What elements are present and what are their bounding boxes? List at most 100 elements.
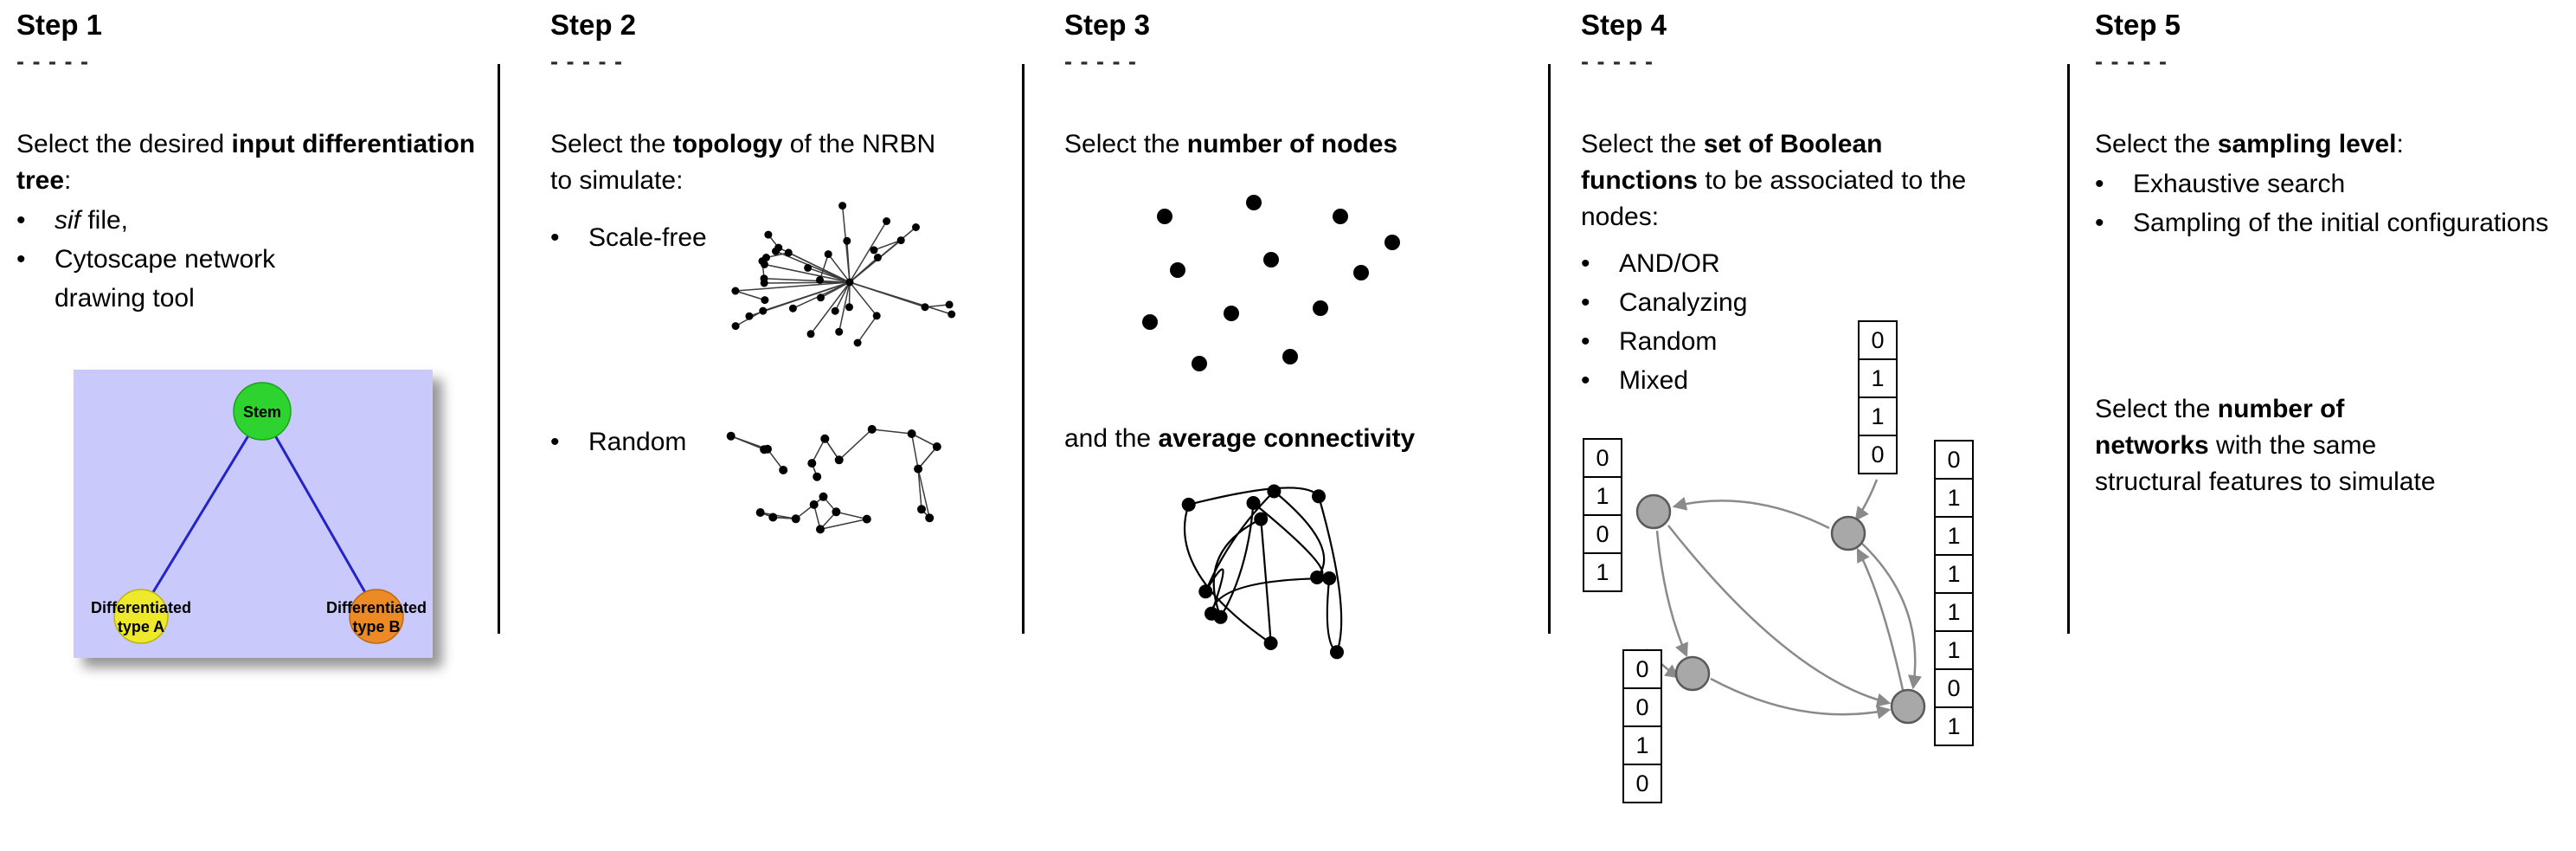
boolean-cell: 0 [1583, 514, 1622, 554]
separator-2 [1022, 64, 1025, 634]
text-segment: file, [80, 206, 129, 235]
step3-panel: Step 3 - - - - - Select the number of no… [1064, 0, 1549, 851]
tangle-edges [1183, 487, 1343, 654]
text-segment: to be associated to the nodes: [1581, 166, 1967, 231]
text-segment: Select the desired [16, 130, 232, 158]
bullet-icon: • [1581, 288, 1590, 317]
list-item-label: Random [588, 428, 687, 456]
list-item: •Random [1581, 322, 1944, 361]
net-edge [819, 518, 867, 531]
bullet-icon: • [2095, 209, 2104, 237]
net-node [1310, 571, 1325, 584]
dot-node [1224, 306, 1239, 321]
gene-node [1890, 688, 1926, 725]
net-node [912, 223, 920, 231]
step5-networks-text: Select the number of networks with the s… [2095, 391, 2576, 500]
list-item: •Exhaustive search [2095, 164, 2576, 203]
step2-heading: Step 2 [550, 9, 637, 41]
step5-intro: Select the sampling level: [2095, 126, 2576, 163]
boolean-network-svg [1635, 479, 1926, 725]
net-edge [735, 281, 851, 292]
net-edge [924, 304, 950, 308]
net-node [948, 310, 956, 319]
list-item: • Cytoscape network drawing tool [16, 240, 328, 318]
text-segment: with the same [2208, 431, 2377, 460]
dot-node [1384, 235, 1400, 250]
dot-node [1333, 209, 1348, 224]
separator-4 [2067, 64, 2070, 634]
net-node [1181, 497, 1196, 512]
net-node [807, 459, 817, 468]
bullet-icon: • [1581, 249, 1590, 278]
net-node [872, 312, 881, 320]
net-edge [917, 446, 938, 470]
net-node [870, 246, 878, 255]
net-node [873, 254, 882, 261]
net-node [764, 230, 773, 239]
text-segment: Select the [1581, 130, 1704, 158]
arrow [1667, 525, 1892, 707]
net-edge [836, 511, 867, 520]
arrow [1856, 547, 1905, 691]
boolean-cell: 0 [1622, 687, 1662, 727]
dot-node [1313, 300, 1328, 316]
boolean-cell: 1 [1583, 552, 1622, 592]
net-node [791, 514, 800, 524]
text-segment: set of Boolean functions [1581, 130, 1883, 195]
step1-panel: Step 1 - - - - - Select the desired inpu… [16, 0, 501, 851]
list-item-label: Sampling of the initial configurations [2133, 209, 2549, 237]
net-edge [834, 281, 851, 312]
boolean-cell: 0 [1622, 764, 1662, 803]
net-node [804, 263, 813, 272]
bullet-icon: • [16, 245, 26, 274]
step2-intro: Select the topology of the NRBN to simul… [550, 126, 948, 199]
net-edge [819, 254, 829, 280]
bullet-icon: • [1581, 366, 1590, 395]
step5-panel: Step 5 - - - - - Select the sampling lev… [2095, 0, 2576, 851]
net-node [1312, 489, 1326, 504]
text-segment: sampling level [2217, 130, 2397, 158]
boolean-cell: 1 [1934, 630, 1974, 670]
text-line: networks with the same [2095, 428, 2576, 464]
net-node [845, 303, 853, 312]
step1-dashes: - - - - - [16, 48, 89, 74]
text-segment: number of [2217, 395, 2345, 423]
gene-node [1674, 655, 1711, 692]
net-edge [848, 281, 851, 307]
step2-bullet-scale-free: • Scale-free [550, 218, 810, 257]
step2-panel: Step 2 - - - - - Select the topology of … [550, 0, 1025, 851]
bullet-icon: • [550, 223, 560, 252]
type-a-label-line1: Differentiated [91, 599, 191, 616]
text-segment: input differentiation tree [16, 130, 476, 195]
boolean-cell: 1 [1934, 706, 1974, 746]
boolean-cell: 0 [1858, 320, 1898, 360]
arrows-group [1645, 479, 1923, 719]
list-item-label: sif file, [55, 201, 328, 240]
net-edge [820, 281, 851, 299]
list-item-label: Random [1619, 327, 1718, 356]
net-edge [764, 281, 851, 284]
text-segment: : [2396, 130, 2404, 158]
dot-node [1170, 262, 1185, 278]
boolean-cell: 0 [1622, 649, 1662, 689]
net-node [845, 278, 854, 287]
net-node [731, 287, 740, 295]
net-node [914, 464, 923, 474]
separator-3 [1548, 64, 1551, 634]
net-node [907, 429, 916, 438]
net-node [896, 236, 905, 245]
step4-panel: Step 4 - - - - - Select the set of Boole… [1581, 0, 2065, 851]
differentiation-tree-figure: Stem Differentiated type A Differentiate… [74, 370, 433, 658]
text-segment: sif [55, 206, 80, 235]
dot-node [1192, 356, 1207, 371]
net-edge [849, 281, 877, 317]
text-segment: networks [2095, 431, 2209, 460]
net-node [921, 303, 929, 312]
step3-heading: Step 3 [1064, 9, 1151, 41]
net-node [945, 300, 954, 309]
net-node [831, 306, 839, 315]
dot-node [1142, 314, 1158, 330]
